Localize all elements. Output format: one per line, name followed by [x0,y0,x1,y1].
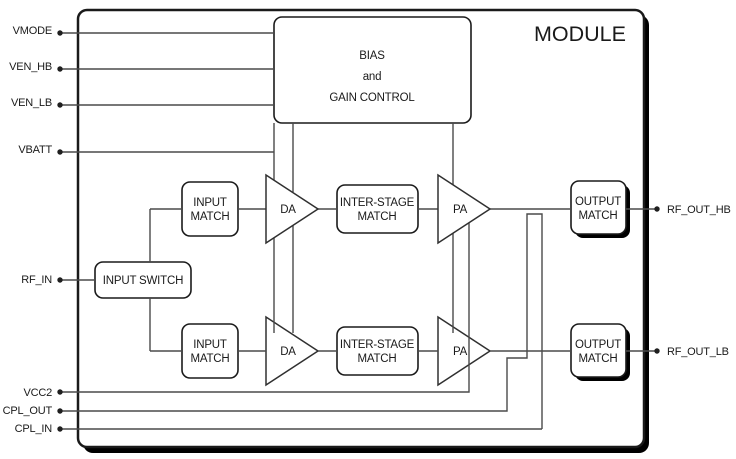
input-match-lb-label-line2: MATCH [190,353,229,365]
pa-hb-label: PA [453,204,468,216]
pin-dot-ven-hb [57,66,63,72]
wire-cpl-out-coupler [60,213,543,429]
wire-vcc2 [60,223,470,393]
pin-dot-cpl-in [57,426,63,432]
inter-stage-match-hb-block [336,184,419,234]
inter-stage-hb-label-line1: INTER-STAGE [340,197,415,209]
pin-label-rf-in: RF_IN [21,274,52,286]
da-hb-label: DA [280,204,296,216]
pin-label-ven-hb: VEN_HB [9,61,52,73]
input-match-hb-label-line1: INPUT [193,197,227,209]
pin-dot-cpl-out [57,408,63,414]
inter-stage-lb-label-line2: MATCH [357,353,396,365]
pin-label-ven-lb: VEN_LB [11,97,52,109]
pin-dot-ven-lb [57,102,63,108]
output-match-lb-label-line1: OUTPUT [575,339,621,351]
pin-dot-rf-in [57,277,63,283]
pin-label-cpl-out: CPL_OUT [3,405,53,417]
da-lb-label: DA [280,346,296,358]
pin-dot-rf-out-lb [654,348,660,354]
wire-vbatt-bias-da [60,123,275,333]
input-switch-label: INPUT SWITCH [103,275,183,287]
inter-stage-hb-label-line2: MATCH [357,211,396,223]
input-match-hb-block [181,181,239,237]
output-match-hb-label-line1: OUTPUT [575,196,621,208]
pin-dot-vcc2 [57,389,63,395]
pin-dot-vmode [57,30,63,36]
output-match-lb-label-line2: MATCH [578,353,617,365]
pin-label-vbatt: VBATT [18,144,52,156]
pa-amplifier-hb-triangle [437,173,492,245]
pin-dot-vbatt [57,149,63,155]
pin-label-rf-out-hb: RF_OUT_HB [667,204,731,216]
inter-stage-lb-label-line1: INTER-STAGE [340,339,415,351]
pin-dot-rf-out-hb [654,206,660,212]
pa-lb-label: PA [453,346,468,358]
input-match-hb-label-line2: MATCH [190,211,229,223]
pin-label-vmode: VMODE [13,25,52,37]
inter-stage-match-lb-block [336,326,419,376]
bias-label-line1: BIAS [359,50,385,62]
bias-gain-control-block [273,16,472,124]
bias-label-line2: and [363,71,382,83]
output-match-hb-label-line2: MATCH [578,210,617,222]
output-match-hb-block [570,180,627,235]
module-title: MODULE [534,22,626,46]
pin-label-vcc2: VCC2 [23,387,52,399]
da-amplifier-hb-triangle [265,173,320,245]
bias-label-line3: GAIN CONTROL [329,92,415,104]
pin-label-rf-out-lb: RF_OUT_LB [667,346,729,358]
input-match-lb-label-line1: INPUT [193,339,227,351]
input-match-lb-block [181,323,239,379]
pin-label-cpl-in: CPL_IN [15,423,53,435]
